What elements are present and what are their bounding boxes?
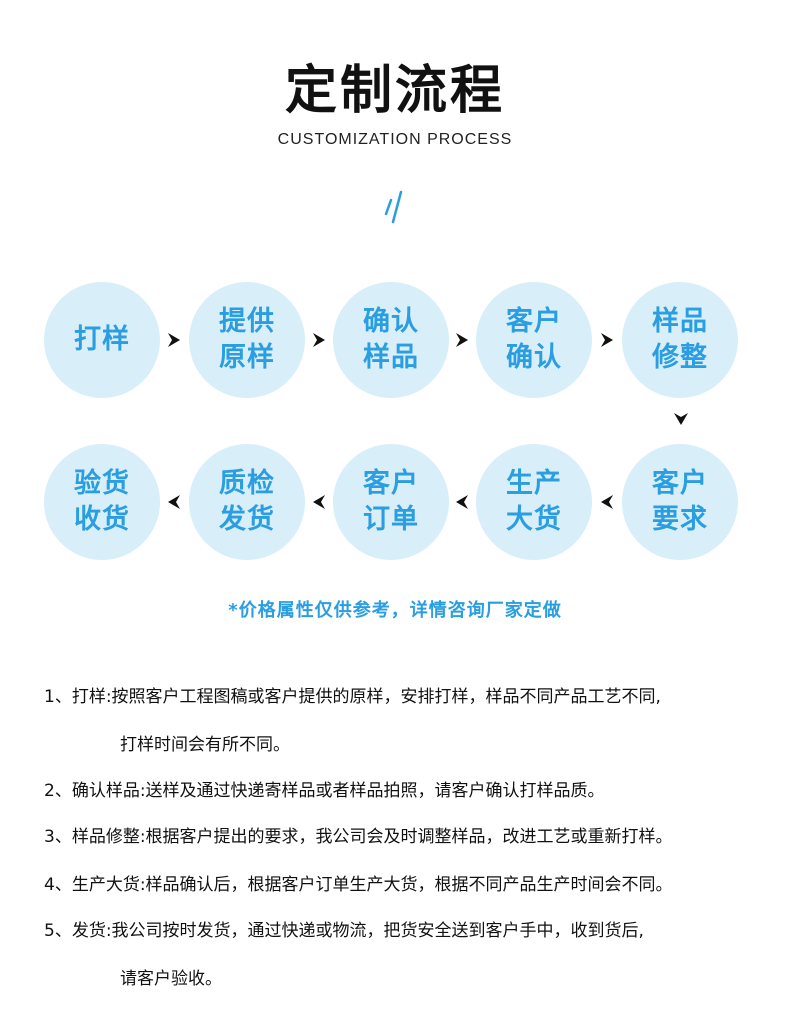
flow-step-label: 质检	[219, 468, 275, 499]
flow-step-label: 原样	[219, 342, 275, 373]
arrow-left-icon	[601, 495, 613, 509]
flow-step-label: 大货	[506, 504, 562, 535]
flow-step-mass-production: 生产 大货	[476, 444, 592, 560]
arrow-left-icon	[456, 495, 468, 509]
price-disclaimer: *价格属性仅供参考，详情咨询厂家定做	[228, 600, 562, 621]
flow-step-label: 确认	[506, 342, 562, 373]
flow-step-customer-requirements: 客户 要求	[622, 444, 738, 560]
flow-step-label: 修整	[652, 342, 708, 373]
step-description: 请客户验收。	[120, 969, 222, 989]
flow-step-label: 确认	[363, 306, 419, 337]
flow-step-customer-order: 客户 订单	[333, 444, 449, 560]
arrow-right-icon	[168, 333, 180, 347]
flow-step-label: 订单	[363, 504, 419, 535]
flow-step-sample-revision: 样品 修整	[622, 282, 738, 398]
flow-step-label: 发货	[219, 504, 275, 535]
arrow-left-icon	[168, 495, 180, 509]
step-description: 打样时间会有所不同。	[120, 735, 290, 755]
page-subtitle: CUSTOMIZATION PROCESS	[277, 131, 513, 148]
flow-step-provide-sample: 提供 原样	[189, 282, 305, 398]
flow-step-label: 生产	[506, 468, 562, 499]
flow-step-label: 客户	[506, 306, 562, 337]
flow-step-label: 验货	[74, 468, 130, 499]
arrow-right-icon	[601, 333, 613, 347]
flow-step-label: 打样	[74, 324, 130, 355]
flow-step-confirm-sample: 确认 样品	[333, 282, 449, 398]
arrow-down-icon	[674, 413, 688, 425]
arrow-right-icon	[456, 333, 468, 347]
arrow-right-icon	[313, 333, 325, 347]
flow-step-label: 提供	[219, 306, 275, 337]
flow-step-customer-confirm: 客户 确认	[476, 282, 592, 398]
step-description: 3、样品修整:根据客户提出的要求，我公司会及时调整样品，改进工艺或重新打样。	[44, 827, 673, 847]
step-description: 4、生产大货:样品确认后，根据客户订单生产大货，根据不同产品生产时间会不同。	[44, 875, 673, 895]
flow-step-label: 样品	[363, 342, 419, 373]
step-description: 1、打样:按照客户工程图稿或客户提供的原样，安排打样，样品不同产品工艺不同,	[44, 687, 661, 707]
step-description: 2、确认样品:送样及通过快递寄样品或者样品拍照，请客户确认打样品质。	[44, 781, 605, 801]
flow-step-label: 收货	[74, 504, 130, 535]
flow-step-sampling: 打样	[44, 282, 160, 398]
flow-step-label: 客户	[652, 468, 708, 499]
arrow-left-icon	[313, 495, 325, 509]
double-slash-icon	[384, 190, 403, 224]
flow-step-label: 样品	[652, 306, 708, 337]
flow-step-label: 要求	[652, 504, 708, 535]
page-title: 定制流程	[284, 61, 505, 121]
flow-step-label: 客户	[363, 468, 419, 499]
flow-step-inspect-receive: 验货 收货	[44, 444, 160, 560]
step-description: 5、发货:我公司按时发货，通过快递或物流，把货安全送到客户手中，收到货后,	[44, 921, 644, 941]
flow-step-qc-ship: 质检 发货	[189, 444, 305, 560]
